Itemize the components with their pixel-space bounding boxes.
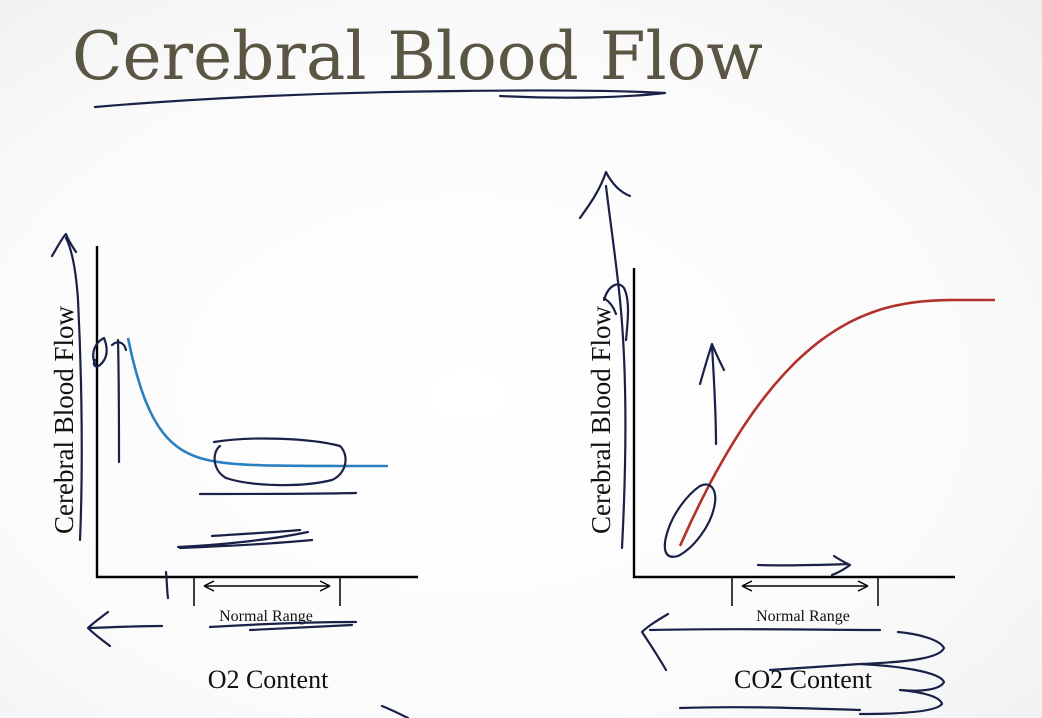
co2-range-arrowheads xyxy=(741,580,869,592)
o2-curve xyxy=(126,337,388,468)
o2-x-axis-label: O2 Content xyxy=(208,665,329,694)
co2-y-axis-label: Cerebral Blood Flow xyxy=(586,306,616,534)
ink-title-underline xyxy=(93,89,667,109)
o2-chart: Cerebral Blood Flow Normal Range O2 Cont… xyxy=(49,246,418,694)
ink-o2-underline xyxy=(198,491,358,496)
ink-co2-up-arrow xyxy=(578,170,632,550)
ink-bottom-stroke xyxy=(380,704,410,718)
ink-o2-range-underline xyxy=(208,620,358,632)
ink-o2-left-arrow xyxy=(86,610,164,648)
ink-co2-underline xyxy=(678,706,862,712)
o2-y-axis-label: Cerebral Blood Flow xyxy=(49,306,79,534)
ink-co2-right-arrow xyxy=(756,554,852,577)
co2-normal-range-label: Normal Range xyxy=(756,608,850,625)
ink-co2-scribble xyxy=(768,630,946,716)
slide-title: Cerebral Blood Flow xyxy=(72,18,763,95)
ink-o2-scribble xyxy=(176,528,314,550)
ink-co2-oval xyxy=(663,483,717,558)
co2-chart: Cerebral Blood Flow Normal Range CO2 Con… xyxy=(586,268,995,694)
ink-annotations xyxy=(50,89,946,718)
co2-x-axis-label: CO2 Content xyxy=(734,665,873,694)
ink-o2-up-arrow xyxy=(50,232,83,542)
ink-o2-loop xyxy=(92,336,128,368)
o2-normal-range-label: Normal Range xyxy=(219,608,313,625)
ink-o2-tick xyxy=(164,570,170,600)
ink-o2-vertical-mark xyxy=(116,338,121,464)
co2-curve xyxy=(678,298,995,547)
ink-o2-oval xyxy=(212,437,347,487)
ink-co2-small-up-arrow xyxy=(698,342,726,446)
ink-co2-left-arrow xyxy=(640,612,882,672)
ink-co2-loop xyxy=(602,283,630,342)
o2-range-arrowheads xyxy=(203,580,331,592)
